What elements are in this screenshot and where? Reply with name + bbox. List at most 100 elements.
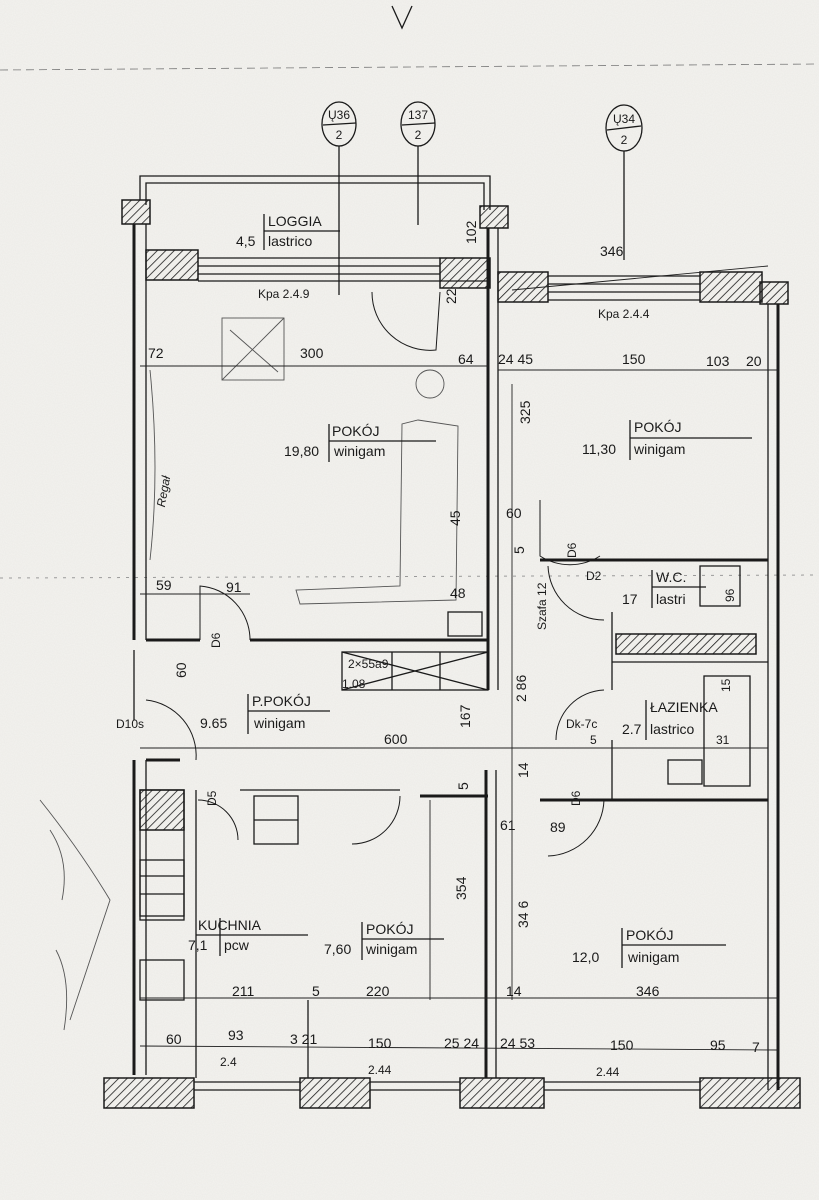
dimension-lines xyxy=(139,265,779,1051)
room-pokoj-s: POKÓJ 7,60 winigam xyxy=(324,921,444,960)
closet-label: 2×55a9 xyxy=(348,657,389,671)
room-przedpokoj-area: 9.65 xyxy=(200,715,227,731)
dim-325: 325 xyxy=(517,400,533,424)
dim-300: 300 xyxy=(300,345,324,361)
room-pokoj-s-finish: winigam xyxy=(365,941,417,957)
door-code-d6-d: D6 xyxy=(569,790,583,806)
dim-7: 7 xyxy=(752,1039,760,1055)
dim-167: 167 xyxy=(457,704,473,728)
window-code-3: 2.4 xyxy=(220,1055,237,1069)
note-szafa: Szafa 12 xyxy=(535,582,549,630)
axis-1-bottom: 2 xyxy=(336,128,343,142)
door-code-d2: D2 xyxy=(586,569,602,583)
room-kuchnia-area: 7,1 xyxy=(188,937,208,953)
dim-89: 89 xyxy=(550,819,566,835)
doors xyxy=(145,291,605,857)
axis-bubble-2: 137 2 xyxy=(400,101,436,225)
room-pokoj-ne: POKÓJ 11,30 winigam xyxy=(582,419,752,460)
window-code-2: Kpa 2.4.4 xyxy=(598,307,650,321)
room-loggia: LOGGIA 4,5 lastrico xyxy=(236,213,340,250)
dim-45: 45 xyxy=(447,510,463,526)
dim-2453: 24 53 xyxy=(500,1035,535,1051)
room-przedpokoj-name: P.POKÓJ xyxy=(252,693,311,709)
dim-286: 2 86 xyxy=(513,675,529,702)
dim-102: 102 xyxy=(463,220,479,244)
dim-95: 95 xyxy=(710,1037,726,1053)
note-96: 96 xyxy=(723,588,737,602)
dim-60-mid: 60 xyxy=(506,505,522,521)
top-scan-line xyxy=(0,63,819,71)
north-mark xyxy=(391,5,413,30)
room-kuchnia: KUCHNIA 7,1 pcw xyxy=(188,917,308,956)
dim-91: 91 xyxy=(226,579,242,595)
room-lazienka-name: ŁAZIENKA xyxy=(650,699,718,715)
dim-5c: 5 xyxy=(312,983,320,999)
note-5: 5 xyxy=(590,733,597,747)
room-pokoj-s-area: 7,60 xyxy=(324,941,351,957)
dim-72: 72 xyxy=(148,345,164,361)
dim-22: 22 xyxy=(443,288,459,304)
dim-59: 59 xyxy=(156,577,172,593)
room-loggia-area: 4,5 xyxy=(236,233,256,249)
note-15: 15 xyxy=(719,678,733,692)
margin-scribbles xyxy=(39,799,111,1031)
dim-220: 220 xyxy=(366,983,390,999)
axis-2-bottom: 2 xyxy=(415,128,422,142)
dim-346-bottom: 346 xyxy=(636,983,660,999)
axis-bubble-1: Ų36 2 xyxy=(321,101,357,295)
room-przedpokoj-finish: winigam xyxy=(253,715,305,731)
room-lazienka: ŁAZIENKA 2.7 lastrico xyxy=(622,699,718,740)
loggia-balustrade xyxy=(121,175,789,305)
pencil-sketch xyxy=(149,317,459,605)
room-pokoj-main-name: POKÓJ xyxy=(332,423,379,439)
kitchen-fittings xyxy=(139,789,299,1001)
dim-150-br: 150 xyxy=(610,1037,634,1053)
door-code-d6-b: D6 xyxy=(565,542,579,558)
note-regal: Regał xyxy=(154,475,173,509)
dim-14: 14 xyxy=(515,762,531,778)
dim-20: 20 xyxy=(746,353,762,369)
room-pokoj-main: POKÓJ 19,80 winigam xyxy=(284,423,436,462)
room-lazienka-finish: lastrico xyxy=(650,721,695,737)
dim-5b: 5 xyxy=(455,782,471,790)
axis-2-top: 137 xyxy=(408,108,428,122)
room-kuchnia-finish: pcw xyxy=(224,937,250,953)
dim-321: 3 21 xyxy=(290,1031,317,1047)
dim-2524: 25 24 xyxy=(444,1035,479,1051)
room-lazienka-area: 2.7 xyxy=(622,721,642,737)
window-code-5: 2.44 xyxy=(596,1065,620,1079)
room-pokoj-se-area: 12,0 xyxy=(572,949,599,965)
room-loggia-name: LOGGIA xyxy=(268,213,322,229)
window-code-4: 2.44 xyxy=(368,1063,392,1077)
door-code-d10s: D10s xyxy=(116,717,144,731)
dim-93: 93 xyxy=(228,1027,244,1043)
dim-61: 61 xyxy=(500,817,516,833)
room-wc-area: 17 xyxy=(622,591,638,607)
dim-48: 48 xyxy=(450,585,466,601)
door-code-d5: D5 xyxy=(205,790,219,806)
room-pokoj-s-name: POKÓJ xyxy=(366,921,413,937)
dim-60-left: 60 xyxy=(173,662,189,678)
dimension-texts: 102 346 22 72 300 64 24 45 150 103 20 32… xyxy=(148,220,762,1055)
dim-600: 600 xyxy=(384,731,408,747)
closet-block: 2×55a9 1.08 xyxy=(341,651,489,691)
dim-346-vert: 34 6 xyxy=(515,901,531,928)
room-loggia-finish: lastrico xyxy=(268,233,313,249)
room-przedpokoj: P.POKÓJ 9.65 winigam xyxy=(200,693,330,734)
dim-211: 211 xyxy=(232,983,255,999)
room-pokoj-main-area: 19,80 xyxy=(284,443,319,459)
dim-14b: 14 xyxy=(506,983,522,999)
note-31: 31 xyxy=(716,733,730,747)
paper-fold xyxy=(0,574,819,579)
dim-150-top: 150 xyxy=(622,351,646,367)
dim-354: 354 xyxy=(453,876,469,900)
room-wc-name: W.C. xyxy=(656,569,686,585)
dim-103: 103 xyxy=(706,353,730,369)
room-pokoj-se-name: POKÓJ xyxy=(626,927,673,943)
dim-346-top: 346 xyxy=(600,243,624,259)
room-pokoj-ne-finish: winigam xyxy=(633,441,685,457)
room-pokoj-ne-name: POKÓJ xyxy=(634,419,681,435)
closet-area: 1.08 xyxy=(342,677,366,691)
